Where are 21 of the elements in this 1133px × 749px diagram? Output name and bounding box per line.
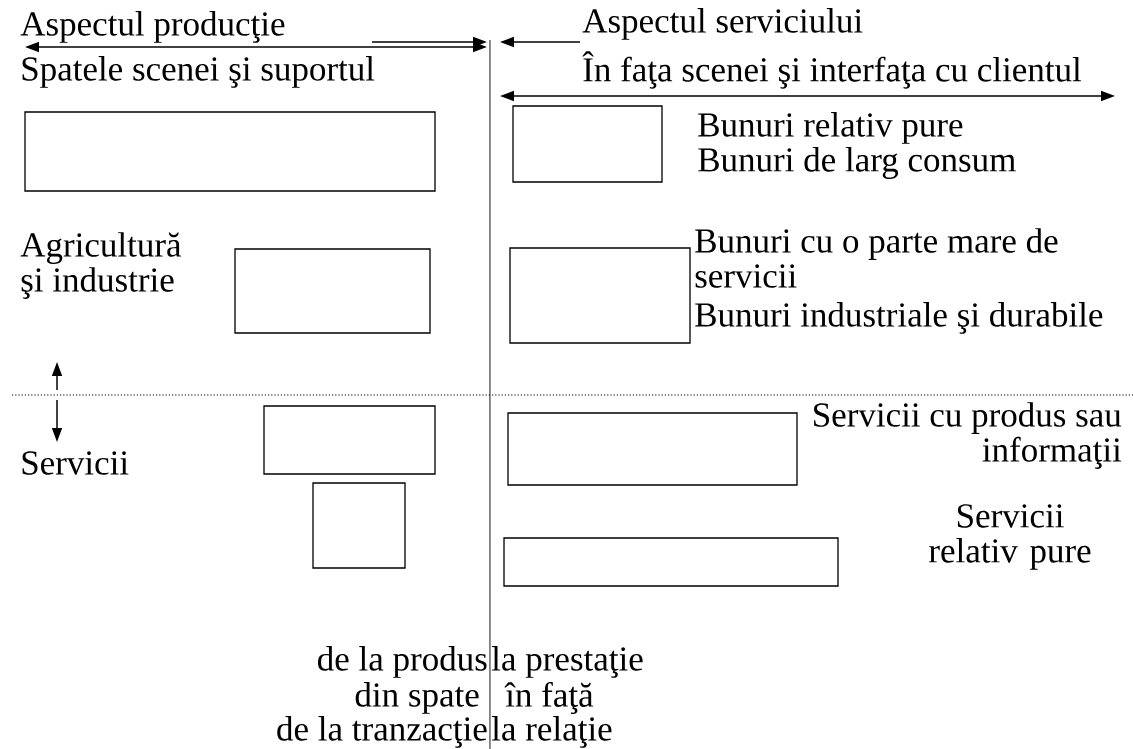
text-label: Agricultură şi industrie <box>20 232 182 299</box>
empty-box <box>234 248 431 334</box>
text-label: la prestaţie <box>491 646 643 678</box>
text-label: din spate <box>355 682 479 714</box>
empty-box <box>512 105 663 183</box>
text-label: de la produs <box>318 646 487 678</box>
text-label: în faţă <box>504 681 594 715</box>
text-label: În faţa scenei şi interfaţa cu clientul <box>582 51 1082 89</box>
empty-box <box>503 537 839 587</box>
empty-box <box>312 482 406 569</box>
empty-box <box>263 405 436 475</box>
empty-box <box>24 111 436 192</box>
text-label: Bunuri industriale şi durabile <box>695 302 1103 334</box>
text-label: Bunuri de larg consum <box>698 147 1016 179</box>
text-label: la relaţie <box>491 716 612 748</box>
text-label: Servicii <box>22 451 129 475</box>
text-label: Servicii relativ pure <box>929 504 1091 570</box>
text-label: de la tranzacţie <box>277 716 487 748</box>
empty-box <box>509 247 691 344</box>
text-label: Bunuri relativ pure <box>698 112 963 144</box>
empty-box <box>507 412 798 486</box>
